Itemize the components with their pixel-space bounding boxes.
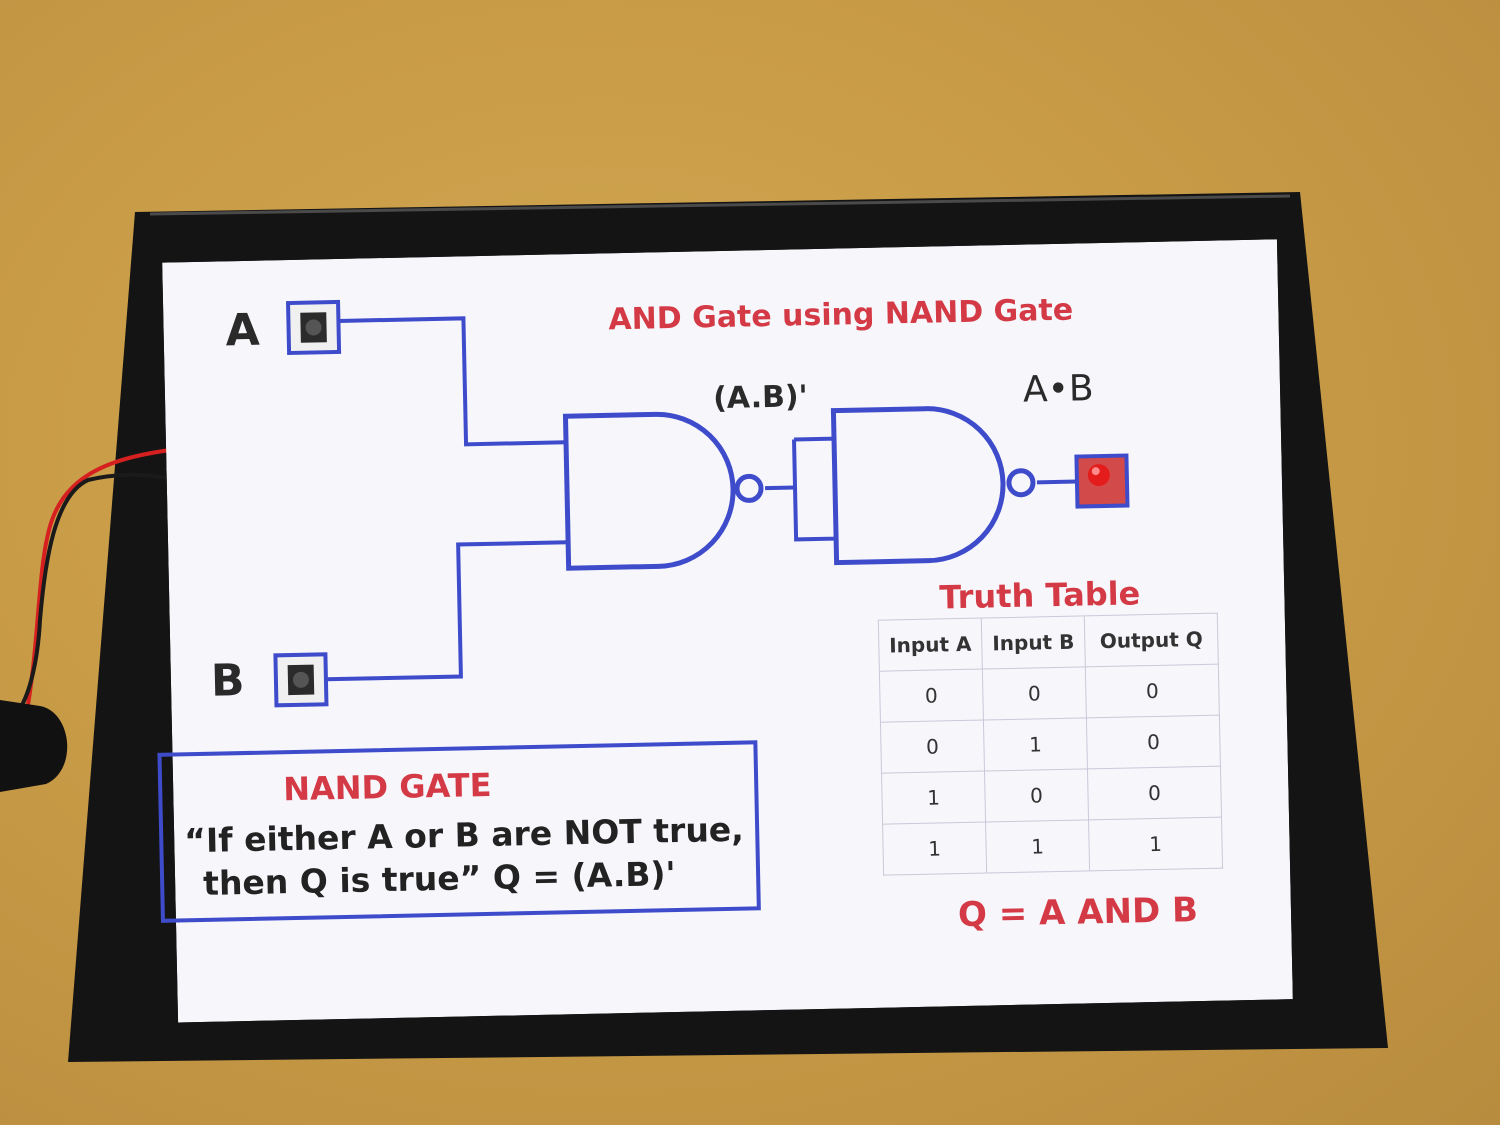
table-row: 0 1 0 [880, 715, 1221, 774]
cell: 0 [879, 669, 984, 723]
nand-gate-2 [830, 406, 1036, 566]
input-b-label: B [210, 655, 246, 707]
cell: 0 [982, 666, 1087, 721]
frame-highlight [149, 194, 1291, 216]
output-led [1074, 453, 1130, 509]
cell: 1 [882, 822, 987, 876]
header-input-b: Input B [981, 615, 1086, 670]
push-button-b[interactable] [273, 652, 329, 708]
nand-heading: NAND GATE [282, 765, 492, 809]
cell: 1 [881, 771, 986, 825]
equation-label: Q = A AND B [957, 890, 1199, 936]
input-a-label: A [225, 304, 261, 357]
red-wire [26, 444, 213, 706]
truth-table-title: Truth Table [938, 574, 1141, 617]
truth-table: Input A Input B Output Q 0 0 0 0 1 0 1 [878, 613, 1223, 876]
header-input-a: Input A [878, 618, 983, 672]
output-label: A•B [1022, 368, 1095, 411]
cell: 0 [880, 720, 985, 774]
nand-gate-1 [562, 411, 764, 571]
battery-clip [0, 700, 68, 792]
cell: 0 [1087, 766, 1222, 820]
header-output-q: Output Q [1084, 613, 1219, 667]
cell: 0 [1085, 664, 1220, 718]
table-row: 1 1 1 [882, 817, 1223, 876]
cell: 1 [1088, 817, 1223, 871]
table-row: 1 0 0 [881, 766, 1222, 825]
push-button-a[interactable] [286, 299, 342, 356]
paper-background [162, 239, 1293, 1023]
table-row: 0 0 0 [879, 664, 1220, 723]
paper-sheet: AND Gate using NAND Gate A B (A.B)' A•B … [157, 239, 1293, 1023]
cell: 1 [983, 717, 1088, 772]
cell: 1 [985, 819, 1090, 874]
cell: 0 [1086, 715, 1221, 769]
truth-table-header-row: Input A Input B Output Q [878, 613, 1219, 672]
circuit-diagram [162, 239, 1293, 1023]
intermediate-label: (A.B)' [712, 379, 809, 417]
black-wire [20, 472, 213, 706]
cell: 0 [984, 768, 1089, 823]
